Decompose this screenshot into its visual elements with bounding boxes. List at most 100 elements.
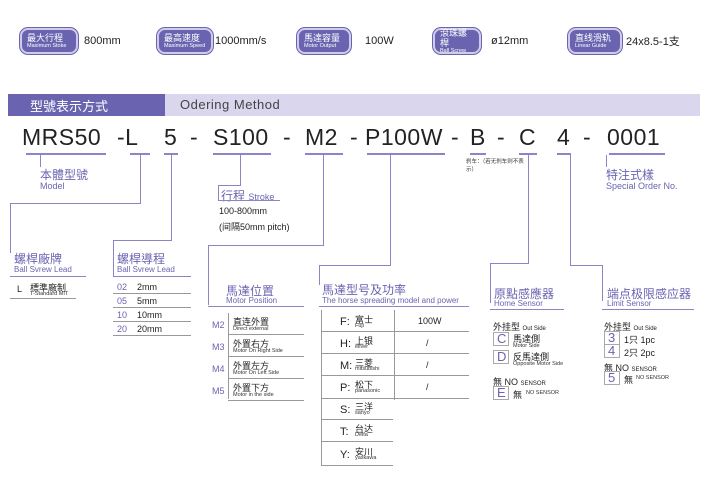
limit-4-code: 4 [608, 343, 616, 358]
motor-pos-en: Motor On Left Side [233, 370, 280, 376]
underline [609, 153, 665, 155]
motor-brand-code: H: [340, 338, 351, 350]
lead-value: 10mm [137, 310, 163, 320]
header-en: Odering Method [180, 97, 281, 112]
motor-brand-zh: 富士 [355, 315, 374, 325]
spec-label-en: Ball Screw [440, 47, 466, 54]
home-no: 無 NO SENSOR [493, 375, 546, 388]
stroke-zh: 行程 [221, 189, 246, 203]
limit-5-en: NO SENSOR [636, 375, 670, 381]
motor-brand-subtitle: The horse spreading model and power [322, 296, 459, 305]
home-d-code: D [497, 349, 507, 364]
underline [130, 153, 150, 155]
spec-value: 1000mm/s [215, 35, 267, 47]
underline [26, 153, 106, 155]
home-d-en: Opposite Motor Side [513, 361, 564, 367]
connector [570, 265, 602, 266]
connector [323, 155, 324, 245]
motor-pos-code: M3 [212, 342, 225, 352]
lead-maker-item-en: T-Standard MIT [30, 291, 69, 297]
code-lead-maker: -L [117, 124, 139, 150]
motor-pos-title: 馬達位置 [226, 284, 275, 298]
connector [171, 155, 172, 240]
motor-brand-power: 100W [418, 316, 442, 326]
lead-maker-item: 標準廠制 [30, 283, 67, 293]
motor-pos-zh: 直连外置 [233, 317, 270, 327]
motor-brand-title: 馬達型号及功率 [322, 283, 407, 297]
connector [490, 263, 491, 303]
connector [113, 276, 191, 277]
stroke-range: 100-800mm [219, 206, 268, 216]
spec-stroke: 最大行程 Maximum Stoke 800mm [20, 26, 121, 56]
code-dash: - [497, 124, 506, 150]
brake-note: 刹车：（若无刹车则不表示） [466, 159, 524, 173]
motor-pos-zh: 外置右方 [233, 339, 270, 349]
connector [208, 245, 324, 246]
limit-4-box [604, 344, 620, 358]
connector [602, 265, 603, 301]
divider [321, 331, 469, 332]
limit-no: 無 NO SENSOR [604, 361, 657, 374]
code-model: MRS50 [22, 124, 102, 150]
limit-3-code: 3 [608, 330, 616, 345]
divider [394, 310, 395, 400]
code-dash: - [190, 124, 199, 150]
motor-brand-zh: 台达 [355, 424, 374, 434]
motor-brand-code: T: [340, 426, 349, 438]
divider [321, 419, 393, 420]
motor-brand-code: Y: [340, 449, 350, 461]
motor-brand-zh: 三洋 [355, 402, 374, 412]
divider [321, 465, 393, 466]
code-limit: 4 [557, 124, 571, 150]
limit-5-code: 5 [608, 370, 616, 385]
connector [606, 155, 607, 167]
connector [490, 263, 529, 264]
motor-pos-en: Motor in the side [233, 392, 274, 398]
motor-brand-zh: 三菱 [355, 358, 374, 368]
connector [10, 276, 86, 277]
lead-value: 2mm [137, 282, 157, 292]
lead-title: 螺桿導程 [117, 252, 166, 266]
limit-outside-zh: 外挂型 [604, 322, 632, 332]
divider [113, 335, 191, 336]
motor-brand-code: P: [340, 382, 351, 394]
spec-value: 24x8.5-1支 [626, 36, 680, 48]
divider [321, 441, 393, 442]
home-c-code: C [497, 331, 507, 346]
limit-5-zh: 無 [624, 375, 634, 385]
lead-subtitle: Ball Svrew Lead [117, 265, 175, 274]
stroke-title: 行程 Stroke [221, 187, 274, 204]
limit-outside-en: Out Side [633, 326, 657, 332]
spec-label: 最高速度 [164, 32, 201, 43]
home-e-code: E [497, 385, 506, 400]
spec-label-en: Maximum Stoke [27, 42, 67, 49]
home-d-box [493, 350, 509, 364]
limit-no-zh: 無 NO [604, 363, 630, 373]
connector [528, 155, 529, 263]
code-motor-pos: M2 [305, 124, 338, 150]
connector [218, 185, 241, 186]
connector [208, 245, 209, 305]
motor-pos-zh: 外置左方 [233, 361, 270, 371]
lead-maker-subtitle: Ball Svrew Lead [14, 265, 72, 274]
motor-brand-code: S: [340, 404, 351, 416]
spec-guide: 直线滑轨 Linear Guide 24x8.5-1支 [568, 26, 680, 56]
limit-4-text: 2只 2pc [624, 348, 656, 358]
limit-no-en: SENSOR [631, 367, 657, 373]
divider [10, 298, 76, 299]
special-subtitle: Special Order No. [606, 181, 678, 191]
connector [40, 155, 41, 167]
lead-code: 10 [117, 310, 128, 320]
limit-3-text: 1只 1pc [624, 335, 656, 345]
code-brake: B [470, 124, 486, 150]
home-c-en: Motor Side [513, 343, 540, 349]
spec-motor-badge: 馬達容量 Motor Output [297, 28, 351, 54]
lead-value: 5mm [137, 296, 157, 306]
home-outside-en: Out Side [522, 326, 546, 332]
home-title: 原點感應器 [494, 287, 555, 301]
connector [319, 265, 320, 285]
lead-value: 20mm [137, 324, 163, 334]
connector [113, 240, 172, 241]
connector [208, 306, 304, 307]
motor-brand-en: ellver [355, 344, 369, 350]
